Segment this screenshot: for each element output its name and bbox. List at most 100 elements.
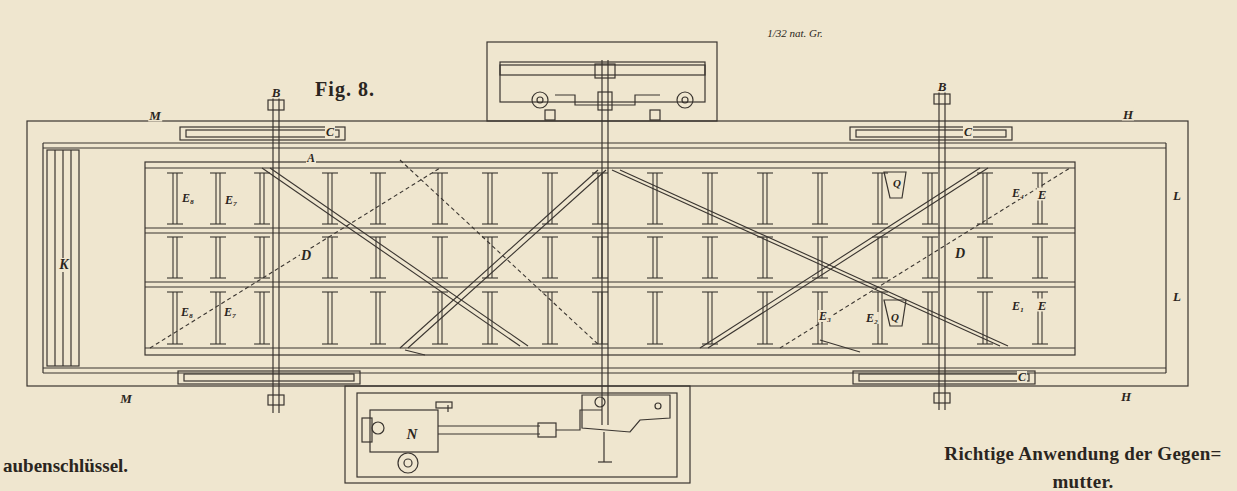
drawing-line [766, 292, 767, 344]
drawing-line [1032, 277, 1048, 278]
drawing-line [620, 170, 1008, 346]
drawing-line [145, 281, 1075, 282]
part-letter: E₇ [224, 194, 238, 206]
drawing-line [167, 223, 183, 224]
drawing-line [322, 343, 338, 344]
drawing-line [592, 277, 608, 278]
drawing-line [597, 237, 598, 278]
drawing-line [180, 127, 345, 140]
drawing-line [482, 277, 498, 278]
drawing-line [172, 292, 173, 344]
drawing-line [702, 172, 718, 173]
drawing-line [167, 236, 183, 237]
figure-number: Fig. 8. [314, 79, 376, 99]
part-letter: E₄ [1011, 187, 1025, 199]
drawing-line [977, 291, 993, 292]
drawing-line [708, 168, 988, 348]
drawing-line [592, 291, 608, 292]
drawing-line [404, 459, 412, 467]
drawing-line [263, 173, 264, 224]
drawing-line [877, 237, 878, 278]
part-letter: E₁ [1011, 300, 1025, 312]
drawing-line [370, 291, 386, 292]
drawing-line [650, 110, 660, 120]
drawing-line [872, 172, 888, 173]
part-letter: H [1120, 390, 1132, 403]
drawing-line [881, 173, 882, 224]
drawing-line [931, 292, 932, 344]
drawing-line [1041, 237, 1042, 278]
drawing-line [259, 173, 260, 224]
drawing-line [482, 291, 498, 292]
part-letter: Q [892, 178, 902, 189]
drawing-line [167, 277, 183, 278]
drawing-line [491, 173, 492, 224]
drawing-line [379, 292, 380, 344]
drawing-line [345, 386, 690, 483]
drawing-line [145, 167, 1075, 168]
drawing-line [757, 223, 773, 224]
neighbour-caption: aubenschlüssel. [2, 456, 129, 475]
drawing-line [370, 172, 386, 173]
drawing-line [482, 236, 498, 237]
drawing-line [357, 393, 677, 477]
neighbour-caption: Richtige Anwendung der Gegen= mutter. [933, 440, 1233, 491]
drawing-line [711, 237, 712, 278]
drawing-line [762, 173, 763, 224]
drawing-line [1032, 236, 1048, 237]
part-letter: H [1122, 108, 1134, 121]
drawing-line [853, 371, 1035, 384]
drawing-line [379, 173, 380, 224]
drawing-line [482, 223, 498, 224]
drawing-line [652, 173, 653, 224]
drawing-line [268, 395, 284, 405]
drawing-line [766, 237, 767, 278]
top-drive-box [487, 42, 717, 121]
drawing-line [597, 173, 598, 224]
drawing-line [254, 172, 270, 173]
drawing-line [927, 173, 928, 224]
drawing-line [927, 292, 928, 344]
drawing-line [762, 237, 763, 278]
part-letter: B [271, 86, 282, 99]
drawing-line [551, 173, 552, 224]
drawing-line [436, 402, 452, 408]
drawing-line [272, 86, 273, 413]
drawing-line [259, 237, 260, 278]
drawing-line [817, 173, 818, 224]
drawing-line [986, 173, 987, 224]
drawing-line [652, 237, 653, 278]
drawing-line [977, 277, 993, 278]
drawing-line [542, 343, 558, 344]
drawing-line [597, 292, 598, 344]
drawing-line [551, 292, 552, 344]
drawing-line [210, 223, 226, 224]
drawing-line [545, 110, 555, 120]
drawing-line [487, 173, 488, 224]
drawing-line [482, 343, 498, 344]
drawing-line [437, 292, 438, 344]
drawing-line [1165, 143, 1166, 373]
drawing-line [262, 168, 520, 346]
drawing-line [682, 97, 688, 103]
drawing-line [711, 173, 712, 224]
drawing-line [375, 173, 376, 224]
drawing-line [702, 236, 718, 237]
drawing-line [656, 292, 657, 344]
part-letter: K [58, 258, 69, 272]
drawing-line [757, 277, 773, 278]
drawing-line [438, 433, 540, 434]
drawing-line [551, 237, 552, 278]
drawing-line [598, 92, 612, 110]
drawing-line [881, 292, 882, 344]
drawing-line [595, 397, 605, 407]
drawing-line [370, 410, 438, 452]
drawing-line [167, 291, 183, 292]
drawing-line [592, 223, 608, 224]
drawing-line [922, 223, 938, 224]
drawing-line [370, 223, 386, 224]
drawing-line [278, 86, 279, 413]
part-letter: C [1017, 371, 1027, 383]
drawing-line [210, 343, 226, 344]
drawing-line [547, 173, 548, 224]
